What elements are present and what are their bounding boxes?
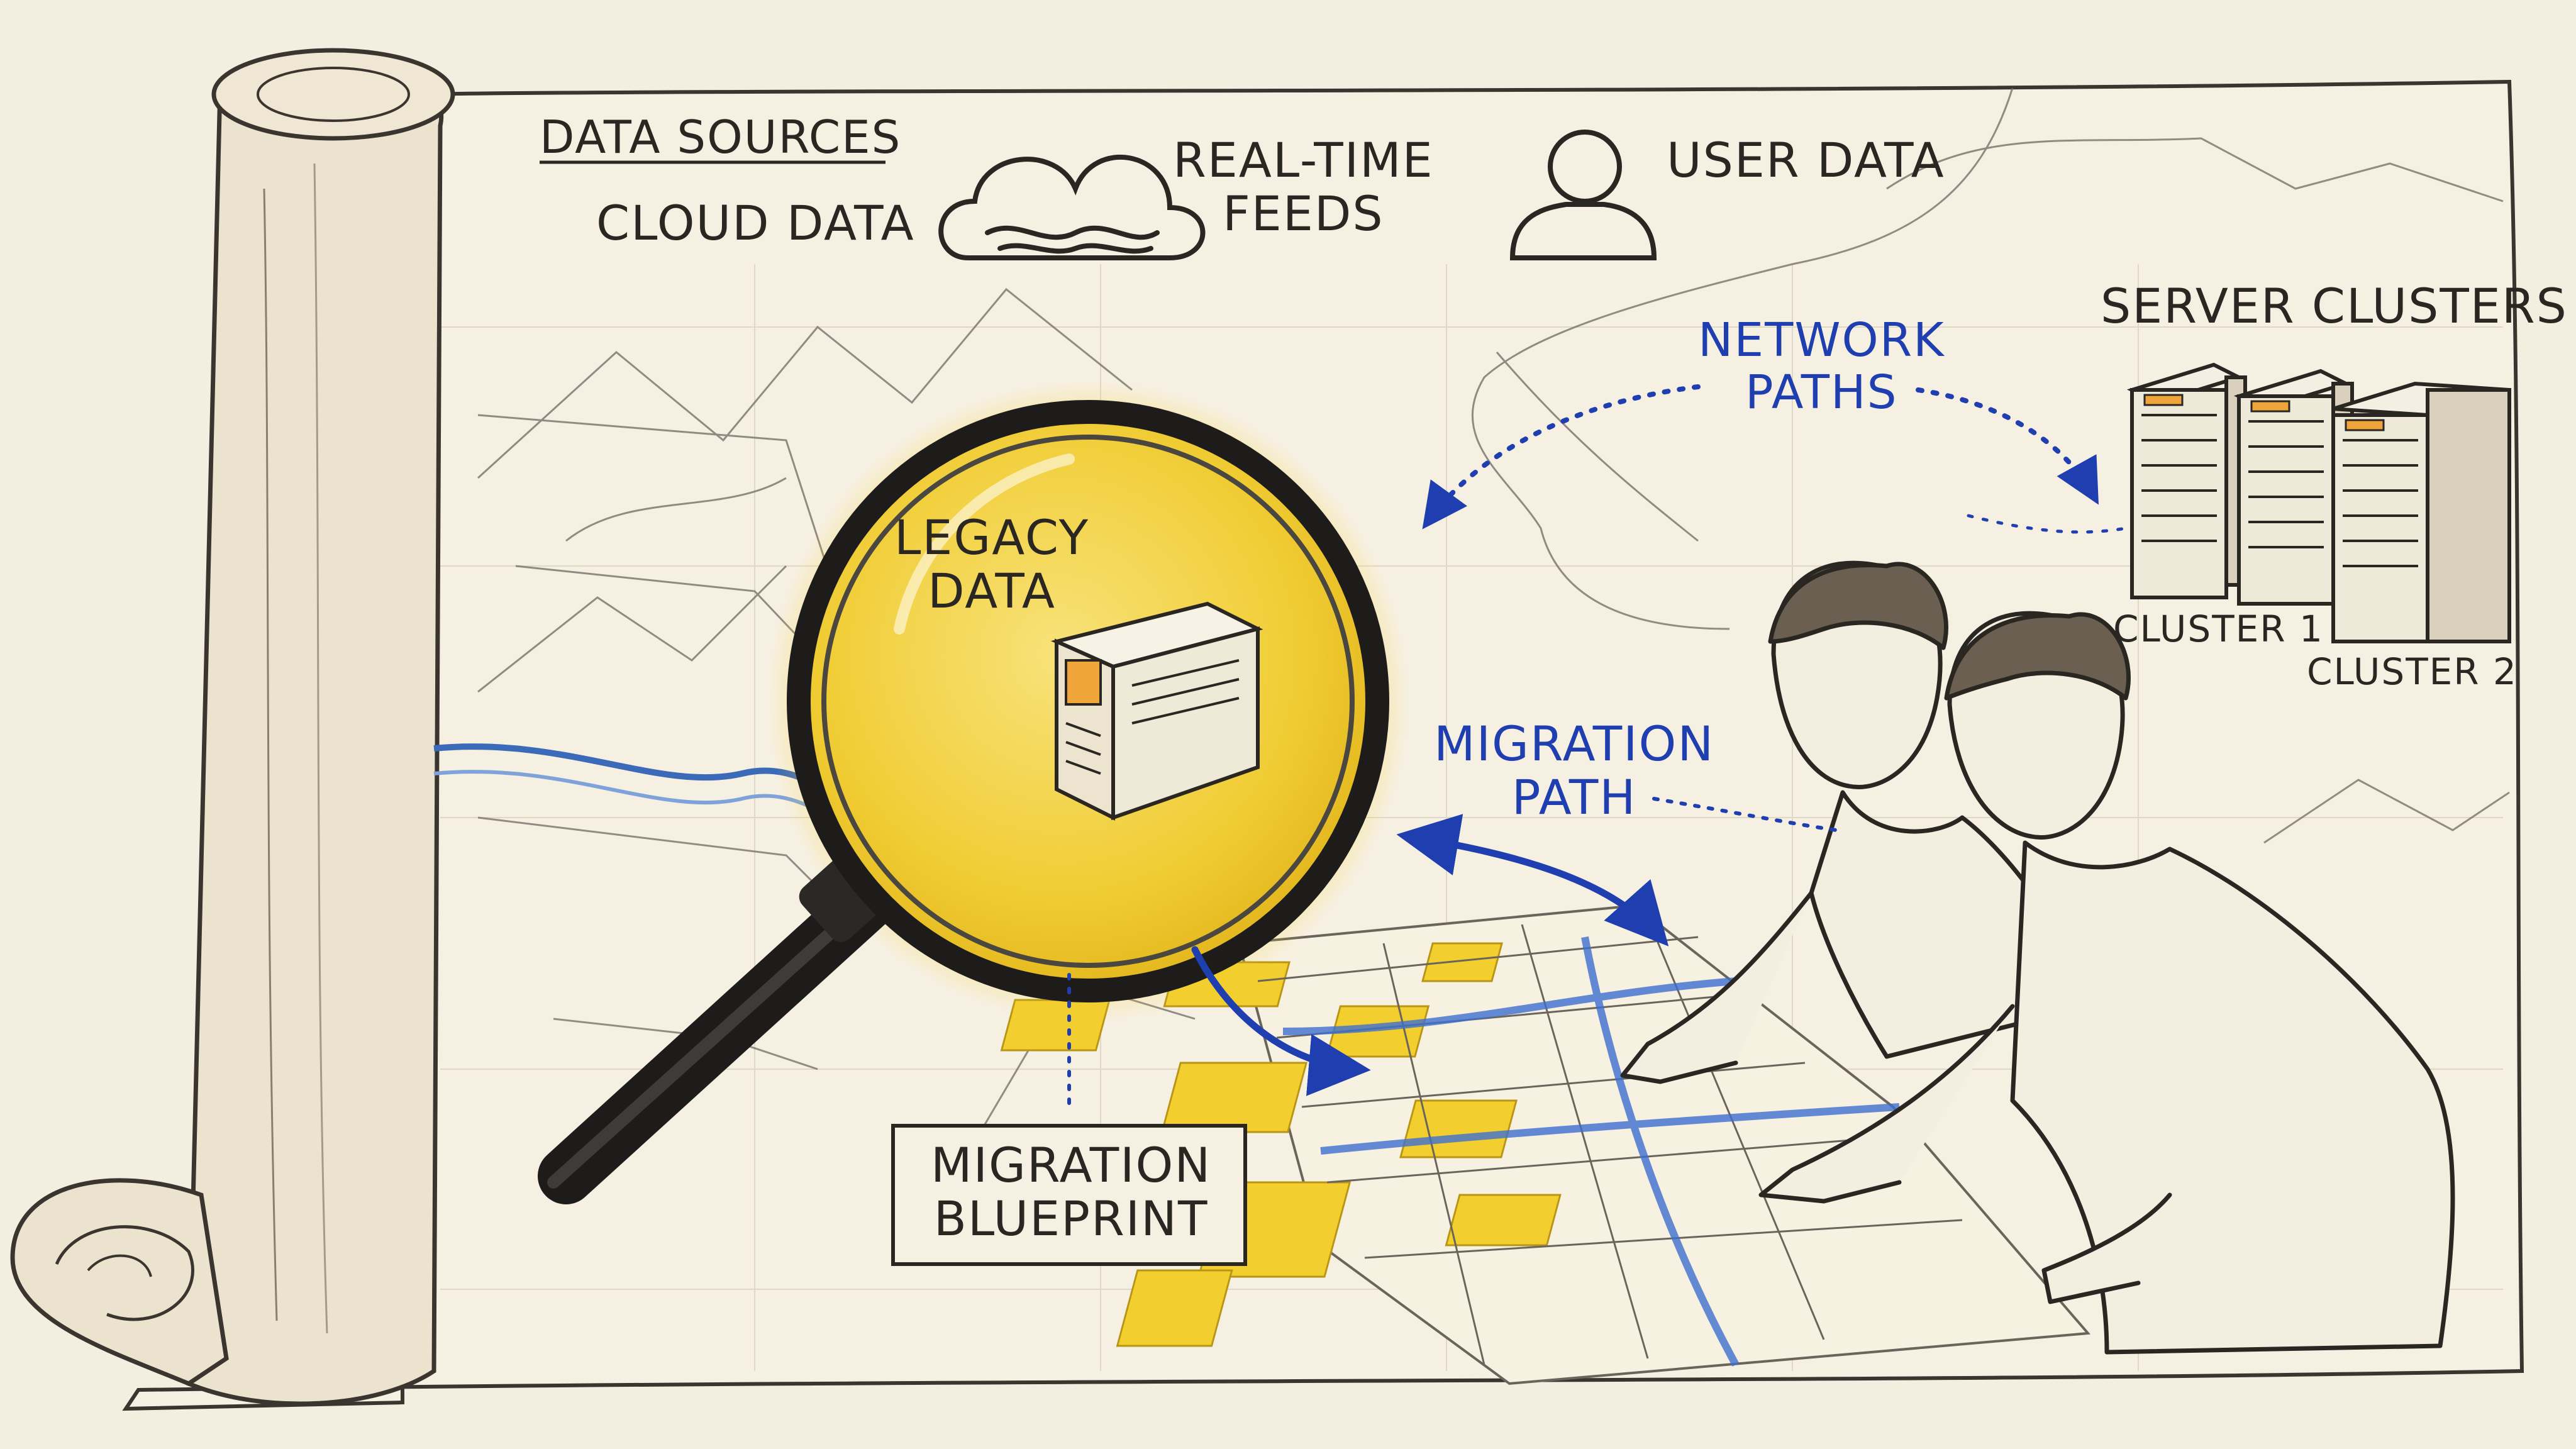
migration-path-line1: MIGRATION [1434,716,1715,772]
scroll-roll [10,48,455,1406]
cloud-data-label: CLOUD DATA [596,195,915,251]
migration-path-label: MIGRATION PATH [1434,717,1714,824]
blueprint-box [891,1124,1247,1266]
server-rack-3 [2331,381,2511,643]
network-paths-line2: PATHS [1745,365,1898,419]
cloud-icon [938,154,1206,260]
realtime-feeds-line1: REAL-TIME [1173,132,1434,188]
migration-path-dotted-line [1652,797,1838,832]
network-paths-label: NETWORK PATHS [1698,314,1945,419]
network-paths-line1: NETWORK [1698,313,1945,367]
network-paths-arrow [1422,384,2128,534]
migration-blueprint-line1: MIGRATION [931,1137,1212,1193]
engineers [1620,560,2455,1355]
server-clusters-title: SERVER CLUSTERS [2101,278,2568,334]
migration-blueprint-label: MIGRATION BLUEPRINT [931,1138,1211,1245]
realtime-feeds-line2: FEEDS [1223,186,1384,242]
user-icon [1509,130,1657,260]
cluster-2-label: CLUSTER 2 [2307,650,2518,693]
legacy-data-line1: LEGACY [894,509,1090,565]
cluster-1-label: CLUSTER 1 [2113,608,2324,650]
legacy-data-line2: DATA [928,563,1056,619]
migration-path-arrow [1191,814,1669,1096]
migration-path-line2: PATH [1511,769,1637,826]
engineer-right [1758,611,2455,1355]
legacy-server-icon [1050,601,1263,821]
server-rack-icon [2126,362,2511,643]
data-sources-title: DATA SOURCES [540,111,902,164]
user-data-label: USER DATA [1667,132,1945,188]
server-rack-1 [2126,362,2247,599]
migration-blueprint-line2: BLUEPRINT [933,1191,1209,1247]
realtime-feeds-label: REAL-TIME FEEDS [1173,133,1434,240]
legacy-data-label: LEGACY DATA [894,511,1089,618]
